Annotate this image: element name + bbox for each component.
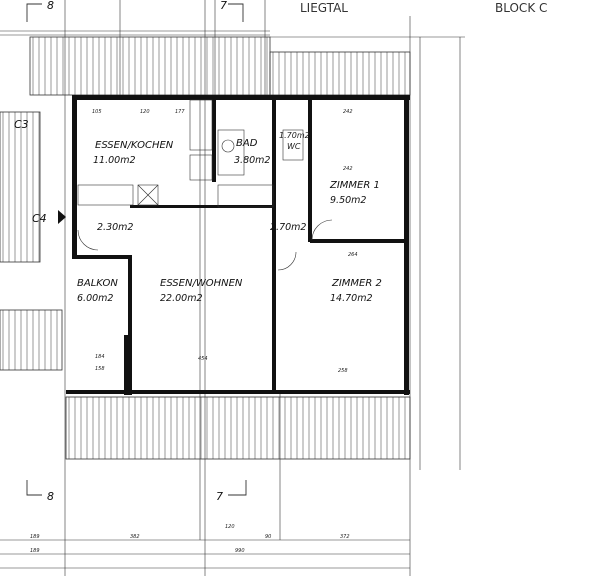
room-name-bad: BAD bbox=[236, 138, 258, 149]
room-name-essen-kochen: ESSEN/KOCHEN bbox=[95, 140, 174, 151]
section-marker-8-top: 8 bbox=[47, 0, 54, 12]
top-balcony-right bbox=[269, 51, 411, 96]
dimension-label: 177 bbox=[175, 109, 185, 115]
dimension-label: 90 bbox=[265, 534, 271, 540]
left-stair bbox=[0, 111, 41, 263]
marker-c4-arrow-icon bbox=[58, 210, 66, 224]
room-area-essen-kochen: 11.00m2 bbox=[93, 155, 136, 166]
dimension-label: 242 bbox=[343, 109, 353, 115]
header-right-text: BLOCK C bbox=[495, 1, 547, 15]
dimension-label: 105 bbox=[92, 109, 102, 115]
dimension-label: 454 bbox=[198, 356, 208, 362]
dimension-label: 158 bbox=[95, 366, 105, 372]
dimension-label: 242 bbox=[343, 166, 353, 172]
section-arrow-7-top bbox=[228, 3, 244, 22]
room-name-essen-wohnen: ESSEN/WOHNEN bbox=[160, 278, 243, 289]
bottom-balcony bbox=[65, 396, 411, 460]
room-area-zimmer-1: 9.50m2 bbox=[330, 195, 366, 206]
section-arrow-7-bottom bbox=[228, 480, 247, 496]
room-area-vestibule: 2.30m2 bbox=[97, 222, 133, 233]
left-balcony bbox=[0, 309, 63, 371]
dimension-label: 120 bbox=[140, 109, 150, 115]
dimension-label: 120 bbox=[225, 524, 235, 530]
marker-c4: C4 bbox=[32, 212, 47, 225]
dimension-label: 184 bbox=[95, 354, 105, 360]
top-balcony-left bbox=[29, 36, 271, 96]
dimension-label: 264 bbox=[348, 252, 358, 258]
room-name-zimmer-1: ZIMMER 1 bbox=[329, 180, 380, 191]
dimension-label: 189 bbox=[30, 534, 40, 540]
marker-c3: C3 bbox=[14, 118, 29, 131]
dimension-label: 372 bbox=[340, 534, 350, 540]
header-left-text: LIEGTAL bbox=[300, 1, 348, 15]
room-area-wc: 1.70m2 bbox=[279, 131, 310, 140]
room-name-balkon: BALKON bbox=[77, 278, 118, 289]
room-name-zimmer-2: ZIMMER 2 bbox=[331, 278, 382, 289]
room-area-balkon: 6.00m2 bbox=[77, 293, 113, 304]
section-marker-7-bottom: 7 bbox=[216, 490, 223, 503]
walls bbox=[66, 95, 410, 395]
section-arrow-8-top bbox=[26, 3, 42, 22]
dimension-label: 382 bbox=[130, 534, 140, 540]
fixtures bbox=[77, 99, 333, 271]
dimension-label: 189 bbox=[30, 548, 40, 554]
section-marker-8-bottom: 8 bbox=[47, 490, 54, 503]
room-area-corridor: 2.70m2 bbox=[270, 222, 306, 233]
dimensions: 189 382 120 90 372 189 990 105 120 177 2… bbox=[30, 109, 358, 554]
section-arrow-8-bottom bbox=[26, 480, 42, 496]
section-marker-7-top: 7 bbox=[220, 0, 227, 12]
room-area-zimmer-2: 14.70m2 bbox=[330, 293, 373, 304]
dimension-label: 258 bbox=[338, 368, 348, 374]
room-area-essen-wohnen: 22.00m2 bbox=[160, 293, 203, 304]
room-area-bad: 3.80m2 bbox=[234, 155, 270, 166]
room-name-wc: WC bbox=[287, 142, 301, 151]
dimension-label: 990 bbox=[235, 548, 245, 554]
